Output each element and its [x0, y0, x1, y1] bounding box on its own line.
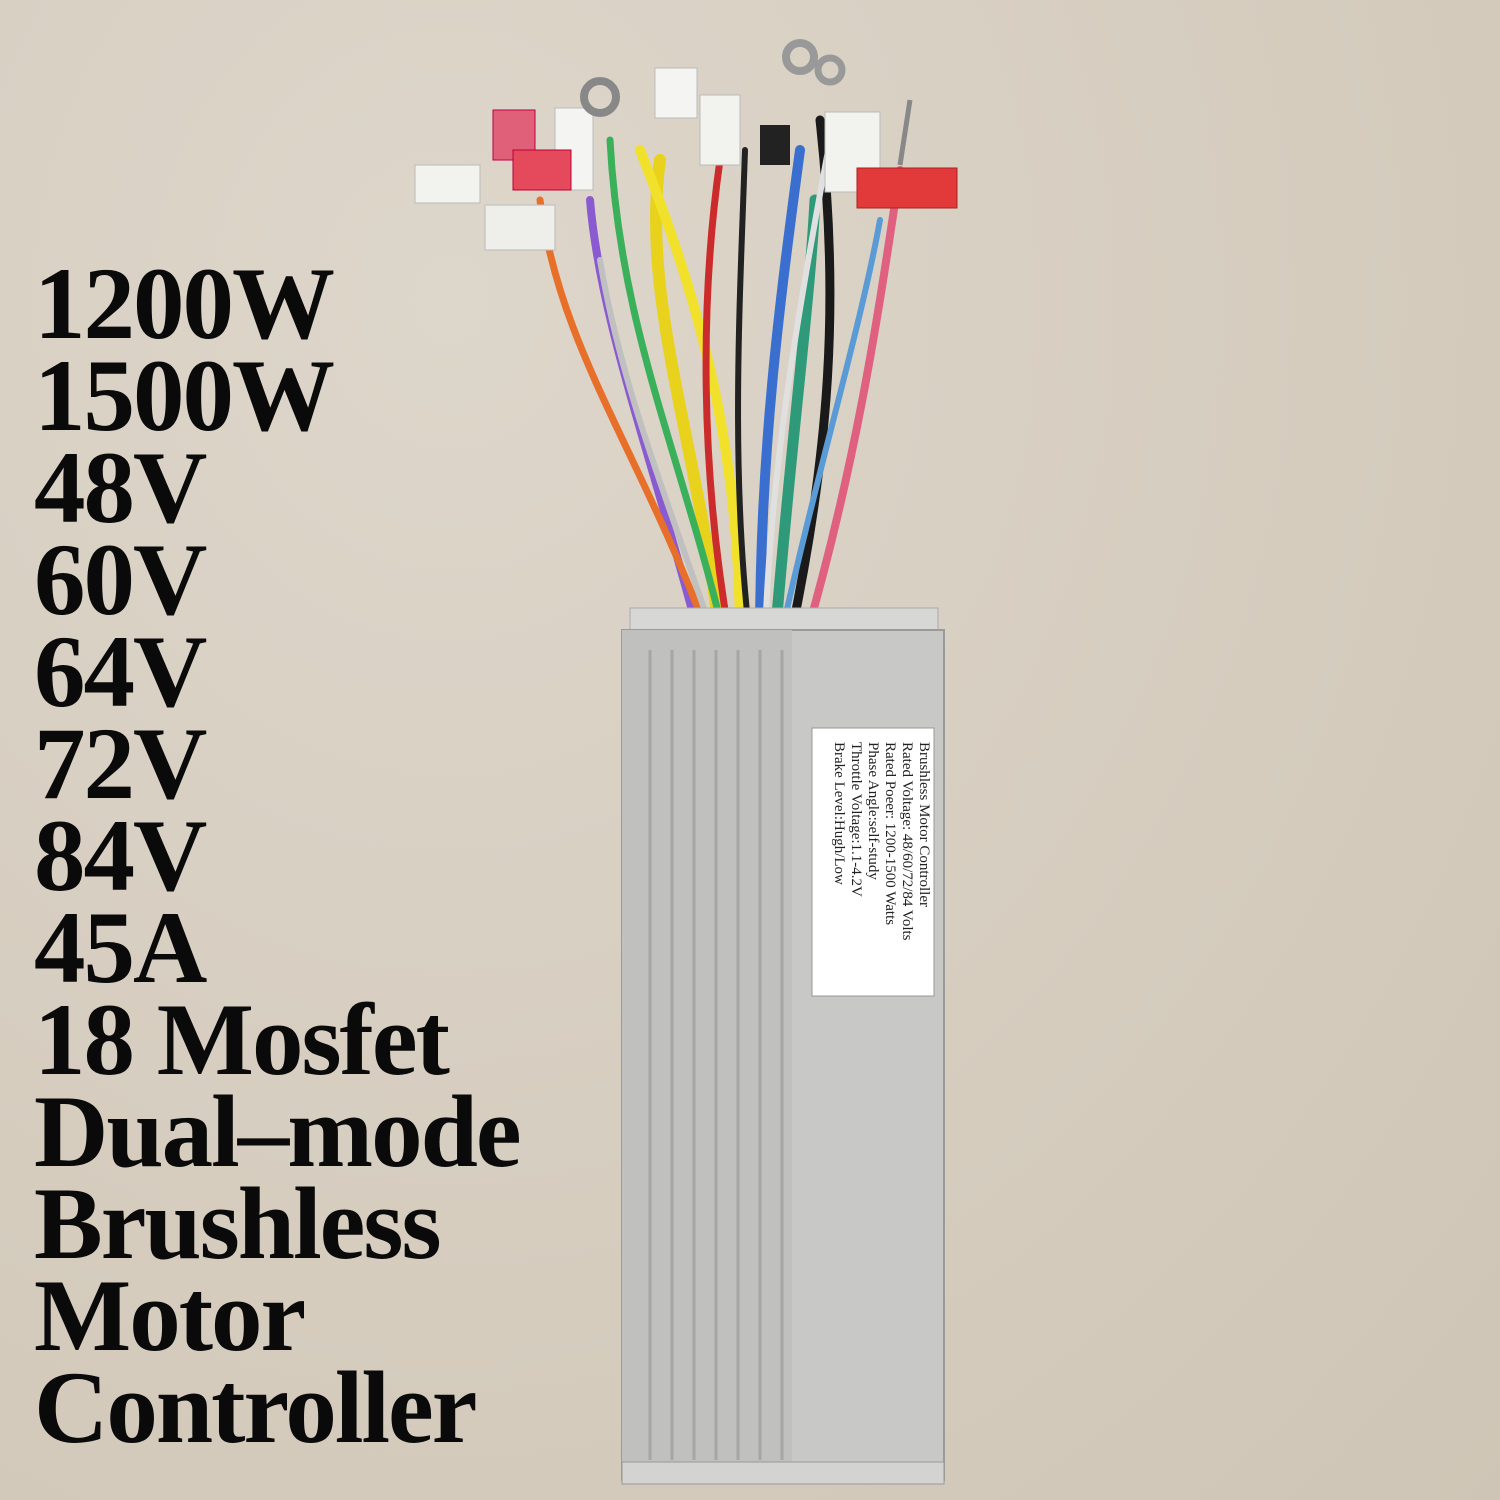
- spec-voltage-72v: 72V: [34, 707, 207, 821]
- label-line-4: Phase Angle:self-study: [865, 742, 881, 880]
- spec-mosfet: 18 Mosfet: [34, 983, 450, 1097]
- spec-brushless: Brushless: [34, 1167, 442, 1281]
- label-line-1: Brushless Motor Controller: [916, 742, 932, 907]
- spec-motor: Motor: [34, 1259, 306, 1373]
- spec-current-45a: 45A: [34, 891, 207, 1005]
- controller-label: Brushless Motor Controller Rated Voltage…: [811, 727, 935, 997]
- spec-power-1500w: 1500W: [34, 339, 335, 453]
- spec-dual-mode: Dual–mode: [34, 1075, 522, 1189]
- spec-voltage-64v: 64V: [34, 615, 207, 729]
- spec-power-1200w: 1200W: [34, 247, 335, 361]
- spec-text-block: 1200W 1500W 48V 60V 64V 72V 84V 45A 18 M…: [34, 247, 634, 1465]
- label-line-6: Brake Level:Hugh/Low: [831, 742, 847, 885]
- label-line-2: Rated Voltage: 48/60/72/84 Volts: [899, 742, 915, 941]
- connectors: [414, 39, 958, 251]
- spec-controller: Controller: [34, 1351, 478, 1465]
- spec-voltage-84v: 84V: [34, 799, 207, 913]
- label-line-5: Throttle Voltage:1.1-4.2V: [848, 742, 864, 897]
- spec-voltage-60v: 60V: [34, 523, 207, 637]
- wire-bundle: [536, 115, 904, 646]
- label-line-3: Rated Poeer: 1200-1500 Watts: [882, 742, 898, 925]
- controller-housing: [621, 607, 945, 1485]
- spec-voltage-48v: 48V: [34, 431, 207, 545]
